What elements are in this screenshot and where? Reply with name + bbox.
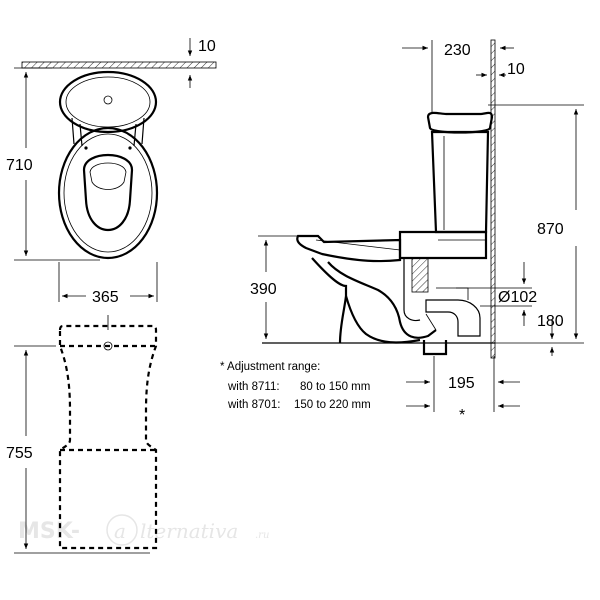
top-view-flush-button (103, 95, 113, 105)
watermark-brand: MSK- (18, 519, 80, 544)
dim-side-wall-gap: 10 (507, 61, 525, 78)
top-view-cistern-inner (65, 76, 151, 128)
dim-top-width: 365 (92, 289, 119, 306)
dim-top-wall-gap: 10 (198, 38, 216, 55)
front-view-outline (58, 324, 158, 550)
side-view-seat (296, 234, 402, 263)
side-view-bowl-base (344, 295, 421, 344)
side-view-bowl-front (311, 257, 348, 344)
note-line2-value: 150 to 220 mm (294, 399, 371, 411)
side-view-outlet-detail (425, 313, 437, 331)
side-view-bowl-trap (327, 261, 437, 339)
side-view-cistern-lid (426, 111, 494, 134)
dim-side-outlet-offset-mark: * (459, 407, 465, 424)
dim-side-outlet-height: 180 (537, 313, 564, 330)
top-view-cistern (58, 70, 158, 134)
watermark-suffix: .ru (255, 530, 269, 541)
top-view: 10 710 365 (6, 38, 217, 306)
side-view-wall (490, 39, 496, 359)
adjustment-note: * Adjustment range: with 8711: 80 to 150… (220, 361, 371, 411)
side-view-outlet-elbow (425, 299, 481, 337)
side-view-seat-line (315, 239, 401, 251)
note-heading: * Adjustment range: (220, 361, 320, 373)
top-view-hinges (71, 117, 145, 147)
top-view-bowl-outer (57, 126, 159, 260)
top-view-bowl-opening (82, 153, 134, 231)
dim-side-outlet-diameter: Ø102 (498, 289, 537, 306)
side-view-outlet-pipe (422, 340, 448, 356)
dim-top-length: 710 (6, 157, 33, 174)
side-view-flush-pipe (411, 257, 429, 293)
front-view-flush-button (103, 341, 113, 351)
side-view-cistern-body (430, 130, 490, 234)
top-view-wall (21, 61, 217, 69)
top-view-bowl-well (89, 162, 127, 190)
side-view: 230 10 870 390 Ø102 180 195 * (250, 39, 584, 424)
dim-side-seat-height: 390 (250, 281, 277, 298)
dim-side-total-height: 870 (537, 221, 564, 238)
dim-front-height: 755 (6, 445, 33, 462)
watermark-logo-ring (106, 514, 138, 546)
top-view-bowl-rim (63, 133, 153, 253)
top-view-seat-fixing-left (84, 146, 88, 150)
top-view-seat-fixing-right (128, 146, 132, 150)
dim-side-outlet-offset: 195 (448, 375, 475, 392)
watermark-logo-letter: a (114, 519, 126, 543)
watermark-script: lternativa (140, 519, 238, 543)
side-view-outlet-collar (436, 287, 469, 300)
note-line1-prefix: with 8711: (227, 381, 280, 393)
note-line2-prefix: with 8701: (227, 399, 280, 411)
side-view-cistern-connector (398, 230, 488, 260)
watermark: MSK- a lternativa .ru (18, 514, 269, 546)
front-view: 755 (6, 315, 158, 554)
note-line1-value: 80 to 150 mm (300, 381, 370, 393)
side-view-outlet-inner (403, 258, 421, 322)
dim-side-cistern-depth: 230 (444, 42, 471, 59)
